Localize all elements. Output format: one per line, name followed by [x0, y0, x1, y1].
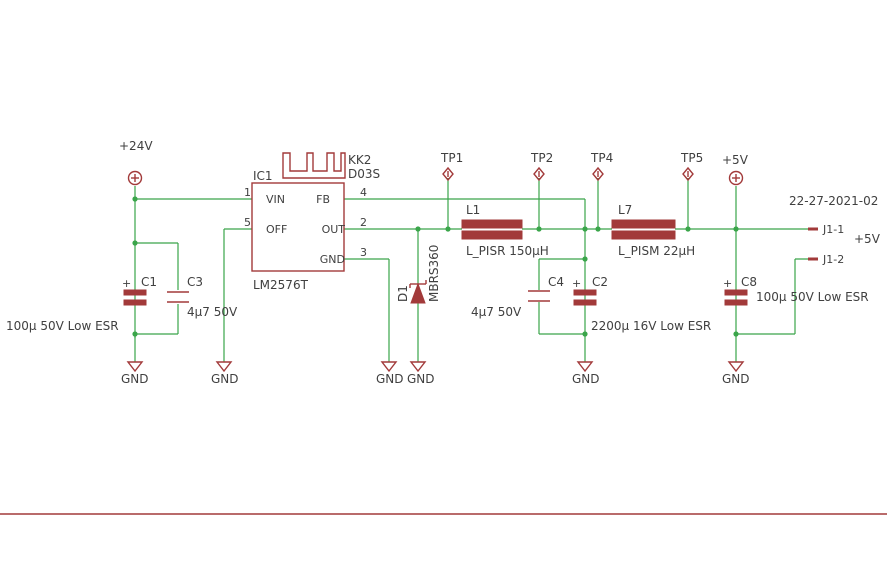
d1-value: MBRS360 [427, 245, 441, 302]
ic-pin-gnd: GND [320, 253, 345, 266]
heatsink-ref: KK2 [348, 153, 371, 167]
ic-pin-off: OFF [266, 223, 287, 236]
ground-c2: GND [572, 361, 600, 386]
ic-pin-vin: VIN [266, 193, 285, 206]
c8-value: 100µ 50V Low ESR [756, 290, 869, 304]
ground-ic: GND [376, 361, 404, 386]
ic-lm2576t: IC1 LM2576T VIN OFF FB OUT GND 1 5 4 2 3 [244, 169, 367, 292]
supply-24v: +24V [119, 139, 153, 186]
ground-ic-label: GND [376, 372, 404, 386]
c2-plus: + [572, 277, 581, 290]
ground-off: GND [211, 361, 239, 386]
ground-c1-label: GND [121, 372, 149, 386]
c2-ref: C2 [592, 275, 608, 289]
c2-value: 2200µ 16V Low ESR [591, 319, 711, 333]
l7-value: L_PISM 22µH [618, 244, 695, 258]
ic-pinnum-fb: 4 [360, 186, 367, 199]
ground-c8-label: GND [722, 372, 750, 386]
c3-ref: C3 [187, 275, 203, 289]
j1-net-label: +5V [854, 232, 881, 246]
capacitor-c4: C4 4µ7 50V [471, 275, 564, 319]
junctions [132, 196, 739, 337]
ground-diode: GND [407, 361, 435, 386]
testpoint-tp2: TP2 [530, 151, 553, 182]
ic-pinnum-off: 5 [244, 216, 251, 229]
c3-value: 4µ7 50V [187, 305, 238, 319]
ground-off-label: GND [211, 372, 239, 386]
supply-5v-label: +5V [722, 153, 749, 167]
inductor-l1: L1 L_PISR 150µH [461, 203, 549, 258]
ic-value: LM2576T [253, 278, 309, 292]
ic-ref: IC1 [253, 169, 273, 183]
ic-pin-out: OUT [322, 223, 346, 236]
ground-c2-label: GND [572, 372, 600, 386]
j1-pin1-label: J1-1 [822, 223, 844, 236]
ic-pinnum-gnd: 3 [360, 246, 367, 259]
supply-24v-label: +24V [119, 139, 153, 153]
ic-pinnum-vin: 1 [244, 186, 251, 199]
c8-plus: + [723, 277, 732, 290]
capacitor-c3: C3 4µ7 50V [167, 275, 238, 319]
inductor-l7: L7 L_PISM 22µH [611, 203, 695, 258]
ground-c8: GND [722, 361, 750, 386]
j1-pin2-label: J1-2 [822, 253, 844, 266]
c1-ref: C1 [141, 275, 157, 289]
c1-plus: + [122, 277, 131, 290]
ic-pin-fb: FB [316, 193, 330, 206]
l7-ref: L7 [618, 203, 632, 217]
c8-ref: C8 [741, 275, 757, 289]
l1-value: L_PISR 150µH [466, 244, 549, 258]
ic-pinnum-out: 2 [360, 216, 367, 229]
capacitor-c2: + C2 2200µ 16V Low ESR [572, 275, 711, 333]
c1-value: 100µ 50V Low ESR [6, 319, 119, 333]
d1-ref: D1 [396, 285, 410, 302]
capacitor-c1: + C1 100µ 50V Low ESR [6, 275, 157, 333]
l1-ref: L1 [466, 203, 480, 217]
heatsink-value: D03S [348, 167, 380, 181]
supply-5v: +5V [722, 153, 749, 186]
tp1-label: TP1 [440, 151, 463, 165]
heatsink-kk2: KK2 D03S [282, 152, 380, 181]
ground-c1: GND [121, 334, 149, 386]
date-label: 22-27-2021-02 [789, 194, 878, 208]
tp5-label: TP5 [680, 151, 703, 165]
diode-d1: D1 MBRS360 [396, 245, 441, 304]
c4-ref: C4 [548, 275, 564, 289]
c4-value: 4µ7 50V [471, 305, 522, 319]
capacitor-c8: + C8 100µ 50V Low ESR [723, 275, 869, 306]
connector-j1: J1-1 J1-2 +5V [808, 223, 881, 266]
ground-diode-label: GND [407, 372, 435, 386]
tp4-label: TP4 [590, 151, 613, 165]
testpoint-tp4: TP4 [590, 151, 613, 182]
tp2-label: TP2 [530, 151, 553, 165]
testpoint-tp5: TP5 [680, 151, 703, 182]
testpoint-tp1: TP1 [440, 151, 463, 182]
